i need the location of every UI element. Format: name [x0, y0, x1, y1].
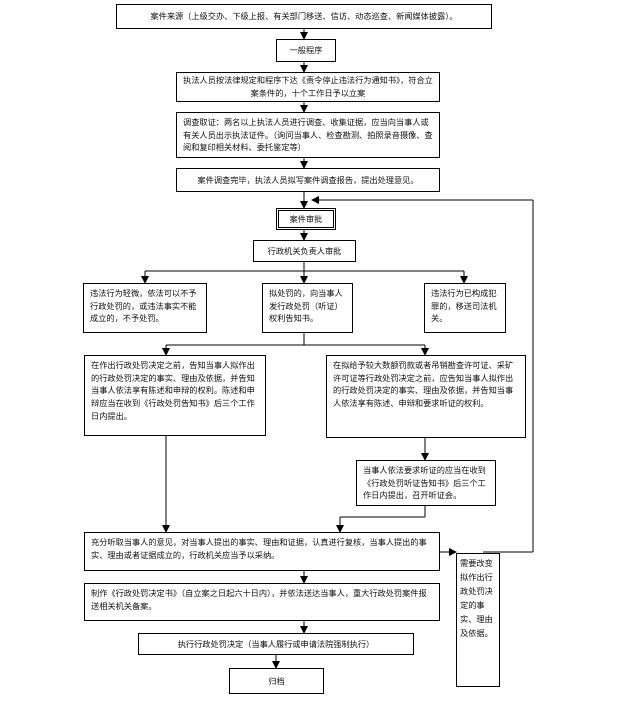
crime-transfer-box: 违法行为已构成犯罪的，移送司法机关。 — [424, 283, 506, 333]
source-box: 案件来源（上级交办、下级上报、有关部门移送、信访、动态巡查、新闻媒体披露）。 — [116, 4, 492, 29]
decision-box: 制作《行政处罚决定书》（自立案之日起六十日内），并依法送达当事人，重大行政处罚案… — [84, 583, 440, 621]
case-review-box: 案件审批 — [276, 208, 336, 230]
minor-violation-box: 违法行为轻微，依法可以不予行政处罚的，或违法事实不能成立的，不予处罚。 — [83, 283, 207, 333]
listen-opinion-box: 充分听取当事人的意见，对当事人提出的事实、理由和证据，认真进行复核，当事人提出的… — [84, 532, 440, 571]
report-box: 案件调查完毕，执法人员拟写案件调查报告，提出处理意见。 — [176, 168, 440, 192]
change-decision-box: 需要改变拟作出行政处罚决定的事实、理由及依据。 — [456, 553, 500, 687]
propose-penalty-box: 拟处罚的，向当事人发行政处罚（听证）权利告知书。 — [262, 283, 353, 333]
general-procedure-box: 一般程序 — [276, 39, 336, 62]
inform-right-box: 在拟给予较大数额罚款或者吊销勘查许可证、采矿许可证等行政处罚决定之前，应告知当事… — [326, 355, 526, 438]
inform-left-box: 在作出行政处罚决定之前，告知当事人拟作出的行政处罚决定的事实、理由及依据，并告知… — [84, 355, 266, 436]
notice-box: 执法人员按法律规定和程序下达《责令停止违法行为通知书》，符合立案条件的，十个工作… — [176, 72, 440, 102]
execute-box: 执行行政处罚决定（当事人履行或申请法院强制执行） — [138, 633, 414, 655]
archive-box: 归档 — [229, 668, 324, 694]
head-review-box: 行政机关负责人审批 — [253, 240, 356, 262]
investigation-box: 调查取证：两名以上执法人员进行调查、收集证据，应当向当事人或有关人员出示执法证件… — [176, 112, 440, 158]
hearing-box: 当事人依法要求听证的应当在收到《行政处罚听证告知书》后三个工作日内提出，召开听证… — [356, 460, 496, 506]
